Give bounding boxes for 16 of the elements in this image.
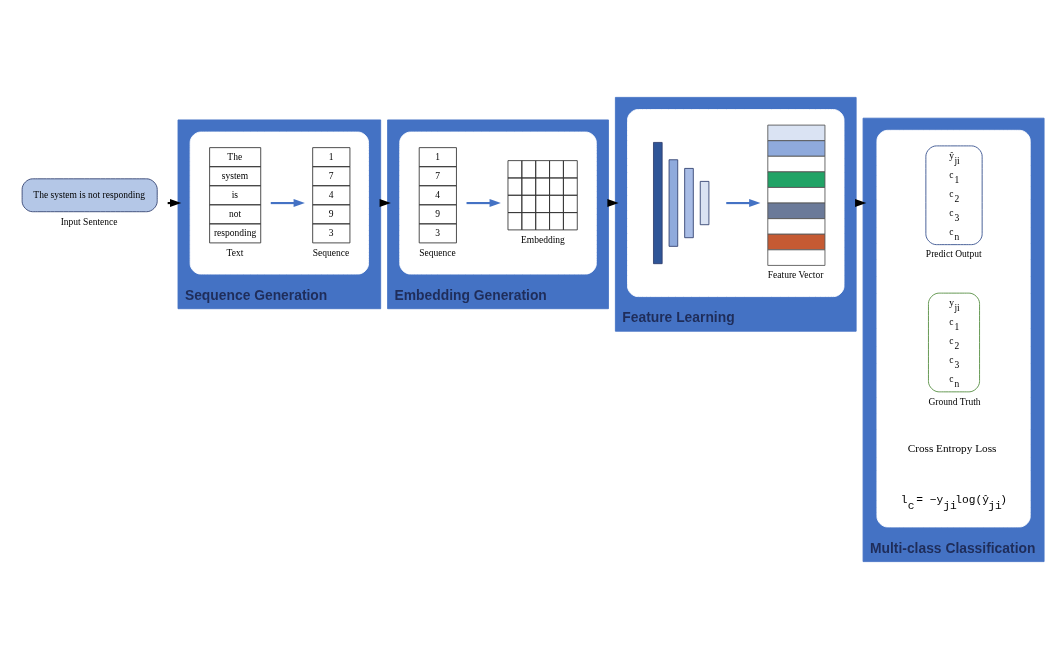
node-label: Input Sentence: [60, 216, 118, 227]
arrow: [726, 199, 761, 207]
cluster: [399, 131, 597, 275]
node-label: Text: [226, 247, 244, 258]
cluster: [627, 109, 845, 298]
cluster: [189, 131, 369, 275]
node-label: Sequence: [419, 247, 456, 258]
node-label: Sequence: [312, 247, 350, 258]
node-label: Ground Truth: [928, 396, 981, 407]
node-label: Feature Vector: [767, 270, 824, 281]
label: Cross Entropy Loss: [907, 441, 997, 454]
arrow: [466, 199, 501, 207]
arrow: [270, 199, 305, 207]
cluster: [876, 129, 1031, 528]
node-label: Embedding: [520, 234, 565, 245]
node-label: Predict Output: [925, 249, 982, 260]
